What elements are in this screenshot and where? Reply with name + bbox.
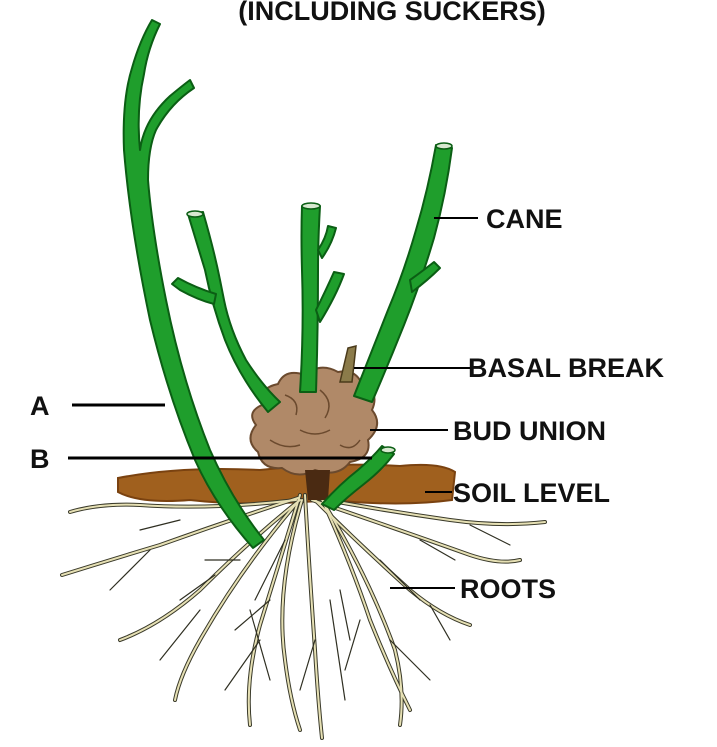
diagram-title: (INCLUDING SUCKERS) bbox=[238, 0, 546, 26]
middle-cane bbox=[300, 206, 320, 392]
label-roots: ROOTS bbox=[460, 574, 556, 604]
label-soil-level: SOIL LEVEL bbox=[453, 478, 610, 508]
label-a: A bbox=[30, 391, 50, 421]
label-basal-break: BASAL BREAK bbox=[468, 353, 665, 383]
label-b: B bbox=[30, 444, 50, 474]
label-cane: CANE bbox=[486, 204, 563, 234]
left-cane bbox=[188, 212, 280, 412]
right-cane bbox=[354, 145, 452, 402]
roots bbox=[62, 495, 545, 738]
label-bud-union: BUD UNION bbox=[453, 416, 606, 446]
